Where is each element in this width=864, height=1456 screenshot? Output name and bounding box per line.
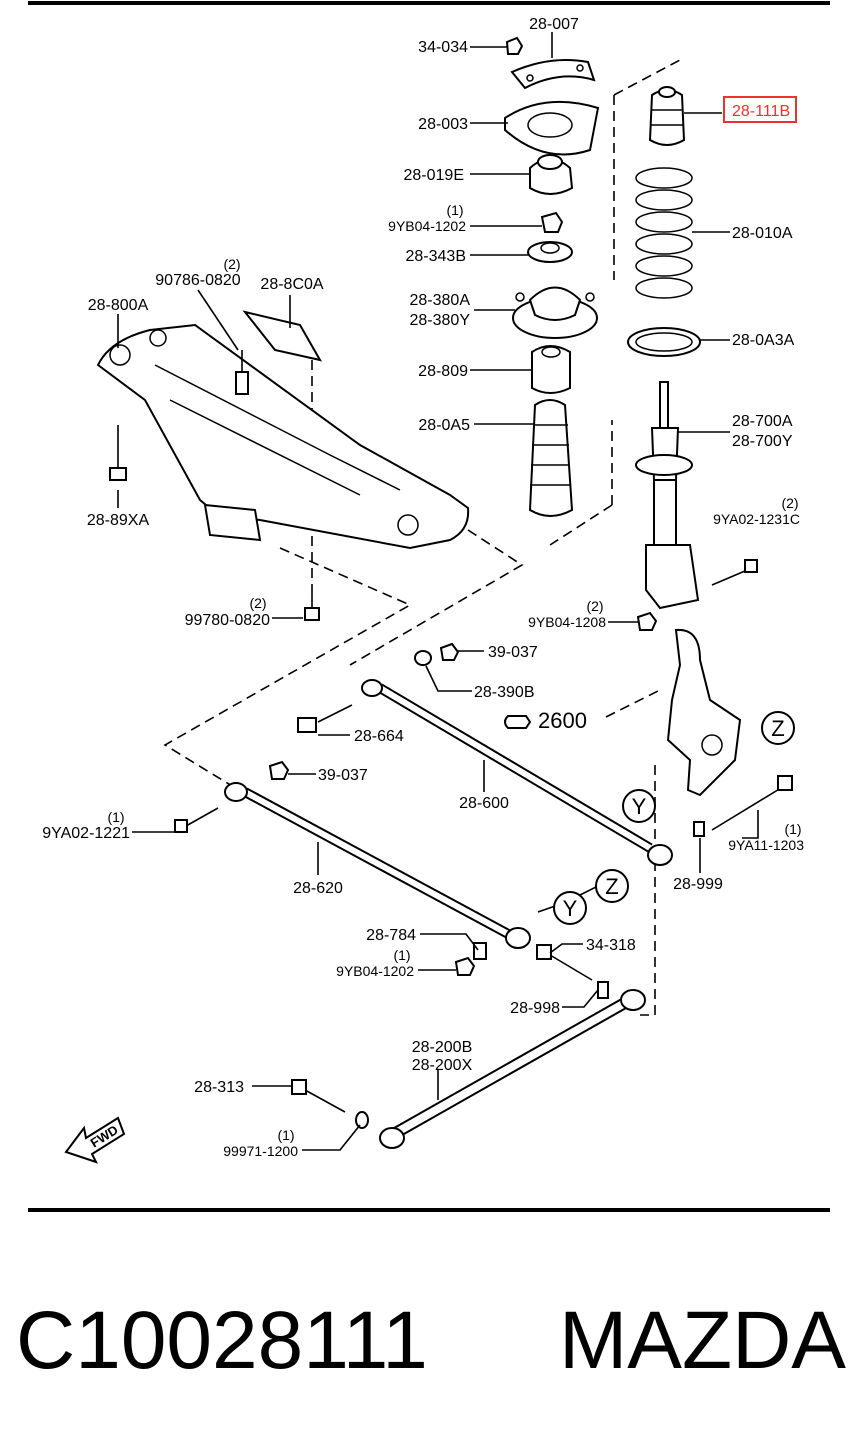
label-28-0a5[interactable]: 28-0A5 <box>418 417 470 434</box>
label-28-998[interactable]: 28-998 <box>510 1000 560 1017</box>
upper-mount-parts <box>504 36 600 517</box>
label-28-111b[interactable]: 28-111B <box>732 103 790 120</box>
spring-strut-parts <box>627 86 758 631</box>
label-28-620[interactable]: 28-620 <box>293 880 343 897</box>
label-28-600[interactable]: 28-600 <box>459 795 509 812</box>
qty-99780-0820: (2) <box>249 595 266 611</box>
fwd-arrow-icon: FWD <box>64 1116 126 1164</box>
label-9ya02-1221[interactable]: 9YA02-1221 <box>42 825 130 842</box>
label-28-200x[interactable]: 28-200X <box>412 1057 473 1074</box>
label-28-003[interactable]: 28-003 <box>418 116 468 133</box>
label-28-0a3a[interactable]: 28-0A3A <box>732 332 795 349</box>
callout-marker-z-bottom: Z <box>595 869 629 903</box>
svg-text:Y: Y <box>632 794 647 819</box>
label-28-700y[interactable]: 28-700Y <box>732 433 793 450</box>
qty-9ya02-1231c: (2) <box>781 495 798 511</box>
label-28-800a[interactable]: 28-800A <box>88 297 149 314</box>
qty-9ya11-1203: (1) <box>784 821 801 837</box>
footer-part-number: C10028111 <box>16 1295 428 1386</box>
label-99780-0820[interactable]: 99780-0820 <box>185 612 271 629</box>
part-labels: 28-007 34-034 28-003 28-019E (1) 9YB04-1… <box>42 16 804 1159</box>
label-28-313[interactable]: 28-313 <box>194 1079 244 1096</box>
label-28-809[interactable]: 28-809 <box>418 363 468 380</box>
label-28-8c0a[interactable]: 28-8C0A <box>260 276 323 293</box>
svg-text:Y: Y <box>563 896 578 921</box>
label-9yb04-1208[interactable]: 9YB04-1208 <box>528 614 606 630</box>
highlighted-part-box <box>723 96 797 123</box>
qty-9yb04-1202-a: (1) <box>446 202 463 218</box>
qty-9yb04-1202-b: (1) <box>393 947 410 963</box>
label-39-037-b[interactable]: 39-037 <box>318 767 368 784</box>
label-28-999[interactable]: 28-999 <box>673 876 723 893</box>
label-28-007[interactable]: 28-007 <box>529 16 579 33</box>
svg-text:Z: Z <box>771 716 784 741</box>
rear-arms <box>174 642 793 1149</box>
callout-marker-z-top: Z <box>761 711 795 745</box>
label-34-034[interactable]: 34-034 <box>418 39 468 56</box>
label-28-019e[interactable]: 28-019E <box>404 167 465 184</box>
label-28-343b[interactable]: 28-343B <box>406 248 467 265</box>
qty-99971-1200: (1) <box>277 1127 294 1143</box>
crossmember-part <box>96 310 470 621</box>
label-2600[interactable]: 2600 <box>538 708 587 733</box>
label-28-664[interactable]: 28-664 <box>354 728 404 745</box>
label-28-010a[interactable]: 28-010A <box>732 225 793 242</box>
footer-brand: MAZDA <box>559 1295 846 1386</box>
callout-marker-y-bottom: Y <box>553 891 587 925</box>
label-34-318[interactable]: 34-318 <box>586 937 636 954</box>
label-9yb04-1202-b[interactable]: 9YB04-1202 <box>336 963 414 979</box>
label-9yb04-1202-a[interactable]: 9YB04-1202 <box>388 218 466 234</box>
qty-90786-0820: (2) <box>223 256 240 272</box>
label-28-380a[interactable]: 28-380A <box>410 292 471 309</box>
callout-marker-y-top: Y <box>622 789 656 823</box>
qty-9yb04-1208: (2) <box>586 598 603 614</box>
label-9ya11-1203[interactable]: 9YA11-1203 <box>728 837 804 853</box>
label-39-037-a[interactable]: 39-037 <box>488 644 538 661</box>
label-28-200b[interactable]: 28-200B <box>412 1039 473 1056</box>
label-99971-1200[interactable]: 99971-1200 <box>223 1143 298 1159</box>
svg-text:Z: Z <box>605 874 618 899</box>
pointing-hand-icon <box>504 715 532 729</box>
label-28-784[interactable]: 28-784 <box>366 927 416 944</box>
label-28-700a[interactable]: 28-700A <box>732 413 793 430</box>
label-28-380y[interactable]: 28-380Y <box>410 312 471 329</box>
label-28-390b[interactable]: 28-390B <box>474 684 535 701</box>
knuckle-part <box>666 628 742 797</box>
leader-lines <box>117 32 759 1151</box>
label-9ya02-1231c[interactable]: 9YA02-1231C <box>713 511 800 527</box>
qty-9ya02-1221: (1) <box>107 809 124 825</box>
label-90786-0820[interactable]: 90786-0820 <box>155 272 241 289</box>
label-28-89xa[interactable]: 28-89XA <box>87 512 150 529</box>
